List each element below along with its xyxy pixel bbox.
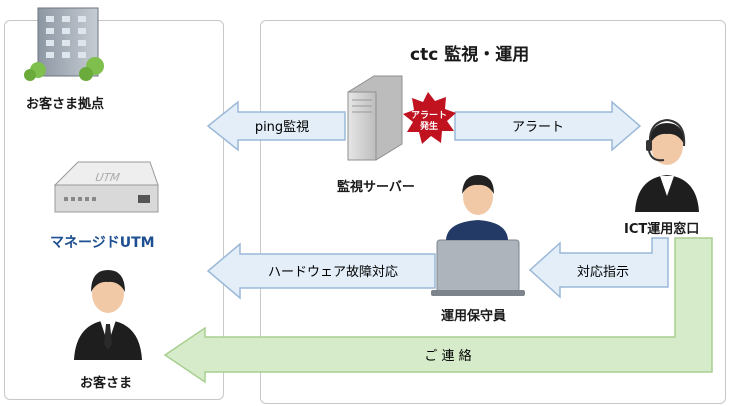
- ops-staff-label: 運用保守員: [441, 309, 507, 324]
- customer-label: お客さま: [80, 376, 133, 391]
- alert-burst-line1: アラート: [411, 110, 447, 121]
- instruct-arrow-label: 対応指示: [577, 265, 629, 280]
- laptop-icon: [431, 239, 525, 296]
- ping-arrow-label: ping監視: [255, 119, 309, 135]
- customer-site-label: お客さま拠点: [26, 97, 105, 112]
- contact-arrow: [163, 237, 713, 384]
- alert-arrow-label: アラート: [512, 120, 564, 135]
- managed-utm-label: マネージドUTM: [50, 235, 155, 251]
- utm-device-icon: UTM: [53, 161, 159, 213]
- ict-desk-label: ICT運用窓口: [624, 222, 700, 237]
- monitoring-server-label: 監視サーバー: [337, 180, 415, 195]
- ops-staff-icon: [446, 175, 508, 240]
- utm-device-text: UTM: [93, 170, 122, 184]
- hardware-arrow: [206, 242, 436, 300]
- alert-burst-line2: 発生: [419, 120, 438, 132]
- instruct-arrow: [528, 237, 669, 299]
- diagram-title: ctc 監視・運用: [410, 45, 530, 65]
- contact-arrow-label: ご 連 絡: [424, 348, 471, 364]
- customer-icon: [74, 270, 142, 360]
- building-icon: [24, 7, 104, 81]
- alert-arrow: [454, 100, 642, 152]
- server-icon: [347, 75, 403, 161]
- ict-operator-icon: [635, 118, 699, 212]
- hardware-arrow-label: ハードウェア故障対応: [268, 265, 398, 280]
- alert-burst-icon: アラート 発生: [403, 92, 456, 144]
- ping-arrow: [206, 100, 346, 152]
